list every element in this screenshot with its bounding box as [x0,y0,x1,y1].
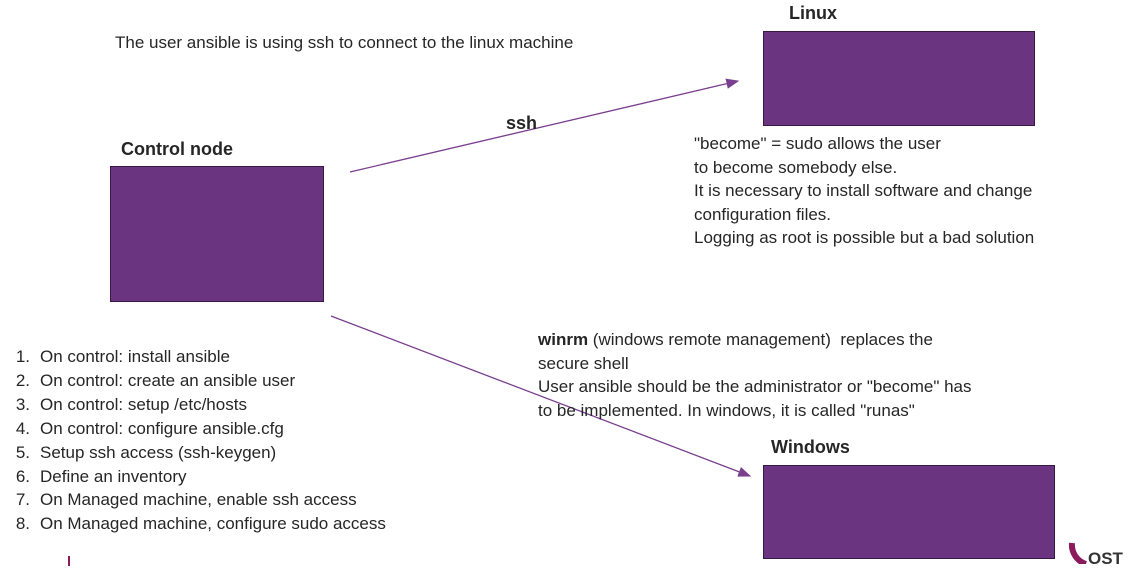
step-text: On control: setup /etc/hosts [40,394,247,414]
windows-node-box [763,465,1055,559]
control-node-box [110,166,324,302]
control-node-label: Control node [121,139,233,159]
step-number: 8. [15,514,30,534]
list-item: 8. On Managed machine, configure sudo acc… [0,512,386,536]
step-number: 5. [15,442,30,462]
list-item: 1. On control: install ansible [0,345,386,369]
footer-accent-mark [68,556,70,566]
become-note-line: It is necessary to install software and … [694,181,1033,200]
linux-node-box [763,31,1035,126]
linux-node-label: Linux [789,3,837,23]
intro-text: The user ansible is using ssh to connect… [115,33,574,52]
step-text: On control: configure ansible.cfg [40,418,284,438]
winrm-keyword: winrm [538,330,589,349]
list-item: 2. On control: create an ansible user [0,369,386,393]
ost-logo-text: OST [1088,549,1123,568]
winrm-note-line: to be implemented. In windows, it is cal… [538,400,915,420]
windows-node-label: Windows [771,437,850,457]
step-number: 2. [15,370,30,390]
winrm-note-line: secure shell [538,353,629,373]
become-note-line: "become" = sudo allows the user [694,134,941,153]
step-text: Setup ssh access (ssh-keygen) [40,442,277,462]
ssh-connection-label: ssh [506,113,538,133]
step-number: 4. [15,418,30,438]
winrm-line1-rest: (windows remote management) replaces the [588,330,933,349]
list-item: 7. On Managed machine, enable ssh access [0,488,386,512]
list-item: 5. Setup ssh access (ssh-keygen) [0,441,386,465]
become-note: "become" = sudo allows the user to becom… [694,132,1034,250]
step-text: On control: create an ansible user [40,370,296,390]
list-item: 4. On control: configure ansible.cfg [0,417,386,441]
list-item: 3. On control: setup /etc/hosts [0,393,386,417]
winrm-note: winrm (windows remote management) replac… [538,328,972,422]
winrm-note-line: User ansible should be the administrator… [538,377,972,396]
winrm-note-line: winrm (windows remote management) replac… [538,328,972,352]
setup-steps-list: 1. On control: install ansible 2. On contr… [0,345,386,536]
step-text: On Managed machine, enable ssh access [40,490,357,510]
step-number: 1. [15,347,30,366]
list-item: 6. Define an inventory [0,465,386,489]
step-text: Define an inventory [40,466,187,486]
become-note-line: configuration files. [694,204,832,224]
step-number: 7. [15,490,30,510]
step-number: 6. [15,466,30,486]
become-note-line: to become somebody else. [694,157,898,177]
become-note-line: Logging as root is possible but a bad so… [694,228,1035,247]
step-text: On control: install ansible [40,347,230,366]
ost-logo-icon [1068,542,1088,564]
ssh-arrow [349,78,740,173]
step-text: On Managed machine, configure sudo acces… [40,514,386,534]
step-number: 3. [15,394,30,414]
